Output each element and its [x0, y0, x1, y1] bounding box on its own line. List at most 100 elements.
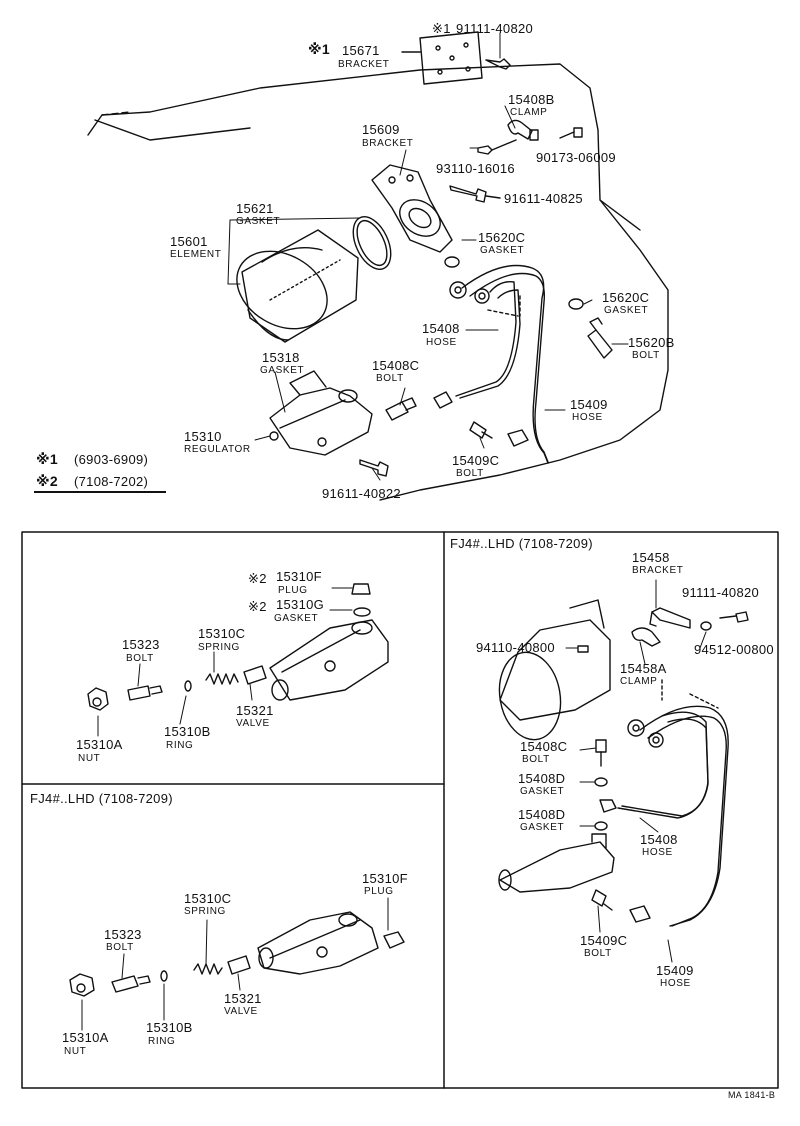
bolt-91611-40825-shape — [449, 185, 501, 203]
label-15310-num: 15310 — [184, 429, 222, 444]
bolt-15409c-shape — [469, 421, 493, 439]
label-15609-num: 15609 — [362, 122, 400, 137]
label-15310-sub: REGULATOR — [184, 444, 251, 455]
label-90173-num: 90173-06009 — [536, 150, 616, 165]
rp-15408c-num: 15408C — [520, 739, 568, 754]
lu-15310f-num: 15310F — [276, 569, 322, 584]
ll-15323-sub: BOLT — [106, 942, 134, 953]
rp-15408-sub: HOSE — [642, 847, 673, 858]
lu-15310b-num: 15310B — [164, 724, 211, 739]
bolt-15620b-shape — [587, 317, 613, 359]
ll-15310b-sub: RING — [148, 1036, 176, 1047]
footnote-1-mark: ※1 — [36, 451, 58, 467]
bracket-15671-shape — [401, 31, 511, 85]
label-15408b-sub: CLAMP — [510, 107, 548, 118]
rp-15408c-sub: BOLT — [522, 754, 550, 765]
lu-15310g-num: 15310G — [276, 597, 325, 612]
bracket-15609-shape — [371, 164, 453, 253]
lu-15310a-sub: NUT — [78, 753, 101, 764]
label-15620c-b-sub: GASKET — [604, 305, 649, 316]
rp-94512-num: 94512-00800 — [694, 642, 774, 657]
label-15671-num: 15671 — [342, 43, 380, 58]
rp-94110-num: 94110-40800 — [476, 640, 555, 655]
lu-15310f-sub: PLUG — [278, 585, 308, 596]
rp-15458-num: 15458 — [632, 550, 670, 565]
label-15671-sub: BRACKET — [338, 59, 390, 70]
footnote-1-range: (6903-6909) — [74, 452, 149, 467]
rp-15409-num: 15409 — [656, 963, 694, 978]
label-15601-sub: ELEMENT — [170, 249, 222, 260]
label-15318-sub: GASKET — [260, 365, 305, 376]
lu-15310b-sub: RING — [166, 740, 194, 751]
ll-15321-num: 15321 — [224, 991, 262, 1006]
label-15621-sub: GASKET — [236, 216, 281, 227]
label-15408-num: 15408 — [422, 321, 460, 336]
rp-15408d-b-num: 15408D — [518, 807, 566, 822]
ll-15310f-num: 15310F — [362, 871, 408, 886]
section-frames — [21, 531, 779, 1089]
label-15621-num: 15621 — [236, 201, 274, 216]
rp-15408-num: 15408 — [640, 832, 678, 847]
label-15409-num: 15409 — [570, 397, 608, 412]
gasket-15620c-shape — [444, 256, 584, 310]
label-15609-sub: BRACKET — [362, 138, 414, 149]
ll-15310a-sub: NUT — [64, 1046, 87, 1057]
label-15408c-num: 15408C — [372, 358, 420, 373]
ll-15310f-sub: PLUG — [364, 886, 394, 897]
label-15408c-sub: BOLT — [376, 373, 404, 384]
label-15408b-num: 15408B — [508, 92, 555, 107]
element-15601-shape — [236, 229, 359, 343]
rp-15409c-num: 15409C — [580, 933, 628, 948]
bolt-91611-40822-shape — [359, 459, 389, 477]
ll-15323-num: 15323 — [104, 927, 142, 942]
rp-15408d-a-sub: GASKET — [520, 786, 565, 797]
lu-15321-num: 15321 — [236, 703, 274, 718]
lu-15310g-sub: GASKET — [274, 613, 319, 624]
label-91611b-num: 91611-40822 — [322, 486, 401, 501]
label-15620c-a-num: 15620C — [478, 230, 526, 245]
ll-header: FJ4#..LHD (7108-7209) — [30, 791, 173, 806]
label-15620b-num: 15620B — [628, 335, 675, 350]
label-15601-num: 15601 — [170, 234, 208, 249]
label-15409-sub: HOSE — [572, 412, 603, 423]
bolt-15408c-shape — [385, 397, 417, 421]
label-15318-num: 15318 — [262, 350, 300, 365]
label-15620c-a-sub: GASKET — [480, 245, 525, 256]
lu-15310f-mark: ※2 — [248, 571, 267, 586]
left-upper-parts — [87, 583, 389, 737]
lu-15321-sub: VALVE — [236, 718, 270, 729]
lu-15310a-num: 15310A — [76, 737, 123, 752]
rp-15458a-num: 15458A — [620, 661, 667, 676]
lu-15310g-mark: ※2 — [248, 599, 267, 614]
label-15409c-num: 15409C — [452, 453, 500, 468]
gasket-15621-shape — [352, 216, 392, 270]
ll-15310c-sub: SPRING — [184, 906, 226, 917]
footnote-2-range: (7108-7202) — [74, 474, 149, 489]
ll-15310b-num: 15310B — [146, 1020, 193, 1035]
label-15671-mark: ※1 — [308, 41, 330, 57]
footer-code: MA 1841-B — [728, 1090, 776, 1100]
ll-15310a-num: 15310A — [62, 1030, 109, 1045]
label-15620c-b-num: 15620C — [602, 290, 650, 305]
label-91111-num: 91111-40820 — [456, 21, 534, 36]
lu-15323-sub: BOLT — [126, 653, 154, 664]
engine-outline — [87, 63, 669, 501]
hoses-top-shape — [433, 264, 549, 464]
rp-15408d-b-sub: GASKET — [520, 822, 565, 833]
clamp-15408b-shape — [477, 119, 583, 155]
label-15620b-sub: BOLT — [632, 350, 660, 361]
label-15408-sub: HOSE — [426, 337, 457, 348]
left-lower-parts — [69, 897, 405, 1031]
label-93110-num: 93110-16016 — [436, 161, 515, 176]
lu-15310c-sub: SPRING — [198, 642, 240, 653]
rp-15458-sub: BRACKET — [632, 565, 684, 576]
rp-15409-sub: HOSE — [660, 978, 691, 989]
rp-15409c-sub: BOLT — [584, 948, 612, 959]
rp-15458a-sub: CLAMP — [620, 676, 658, 687]
label-15409c-sub: BOLT — [456, 468, 484, 479]
ll-15321-sub: VALVE — [224, 1006, 258, 1017]
rp-15408d-a-num: 15408D — [518, 771, 566, 786]
regulator-15310-shape — [269, 370, 373, 456]
